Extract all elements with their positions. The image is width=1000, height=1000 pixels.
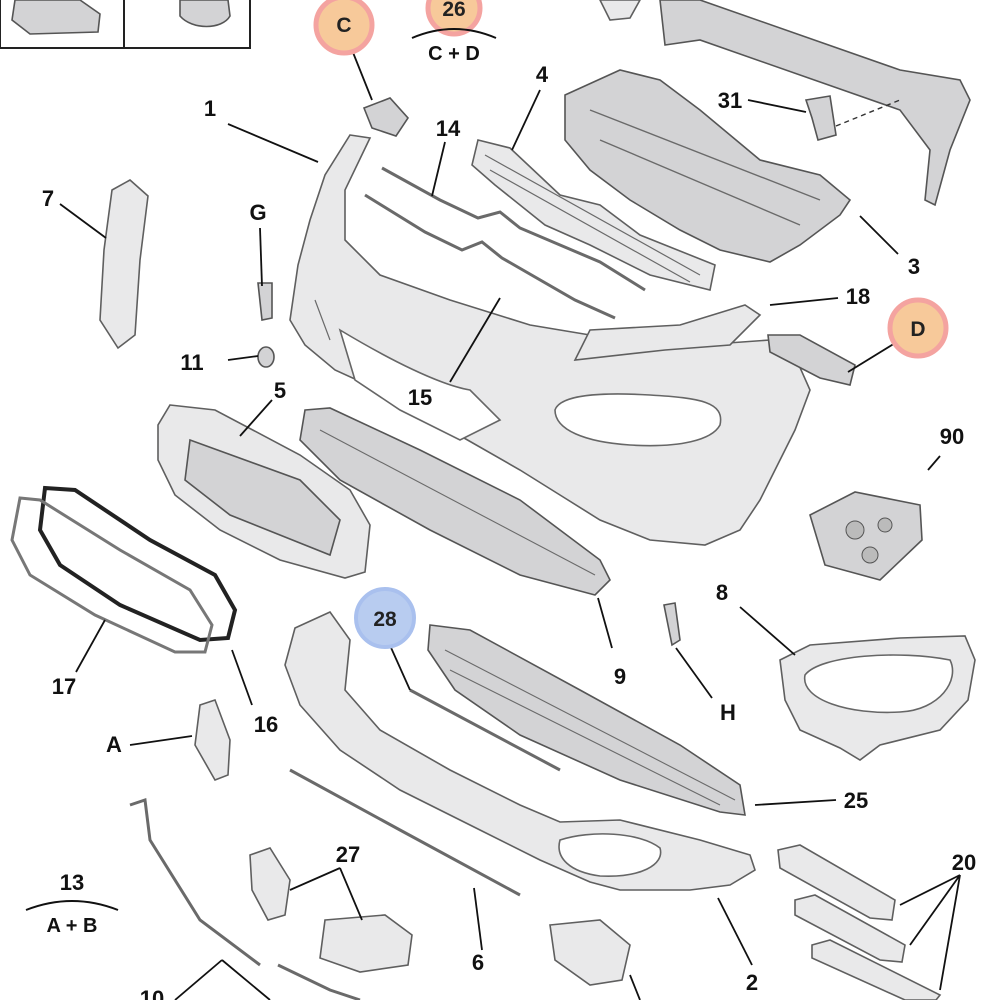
- part-h-clip: [663, 602, 681, 647]
- badge-c: C: [313, 0, 375, 56]
- callout-5: 5: [274, 378, 286, 403]
- part-8-lamp-housing: [779, 635, 976, 761]
- inset-boxes: [0, 0, 251, 49]
- part-25-lower-grille: [427, 624, 746, 816]
- part-1-front-bumper: [289, 134, 811, 546]
- group-26: C + D: [411, 28, 497, 65]
- part-28-strip: [409, 688, 561, 772]
- badge-d: D: [887, 297, 949, 359]
- callout-2: 2: [746, 970, 758, 995]
- part-16-frame-black: [37, 485, 238, 643]
- part-20-strip-a: [777, 844, 896, 921]
- part-2-lower-bumper: [284, 610, 756, 891]
- callout-18: 18: [846, 284, 870, 309]
- part-5-lower-grille: [157, 404, 371, 579]
- badge-26-text: 26: [442, 0, 465, 21]
- badge-28: 28: [354, 587, 416, 649]
- callout-31: 31: [718, 88, 742, 113]
- badge-26: 26: [425, 0, 483, 37]
- leader-lines: [59, 39, 961, 1000]
- callout-25: 25: [844, 788, 868, 813]
- callout-14: 14: [436, 116, 461, 141]
- part-a-trim: [194, 698, 231, 781]
- part-27-lamp-trim-right: [319, 914, 413, 973]
- group-13: 13 A + B: [25, 870, 119, 937]
- part-10-trim-b: [277, 963, 361, 1000]
- part-90-fixing-kit: [809, 491, 923, 581]
- callout-11: 11: [180, 350, 203, 375]
- group-13-sub: A + B: [47, 915, 98, 937]
- callout-7: 7: [42, 186, 54, 211]
- callout-27: 27: [336, 842, 360, 867]
- part-14-chrome-strip: [381, 166, 646, 292]
- callout-4: 4: [536, 62, 549, 87]
- callout-h: H: [720, 700, 736, 725]
- callout-16: 16: [254, 712, 278, 737]
- callout-6: 6: [472, 950, 484, 975]
- group-26-sub: C + D: [428, 43, 480, 65]
- part-g-clip: [257, 282, 273, 321]
- callout-1: 1: [204, 96, 216, 121]
- part-27-lamp-trim-left: [249, 847, 291, 921]
- part-6-strip: [289, 768, 521, 897]
- badge-c-text: C: [336, 14, 351, 37]
- part-lamp-cover: [549, 919, 631, 986]
- callout-20: 20: [952, 850, 976, 875]
- part-18-chrome-strip: [573, 304, 762, 361]
- part-15-chrome-strip: [364, 193, 616, 320]
- crossbeam: [599, 0, 971, 207]
- badge-28-text: 28: [373, 608, 397, 631]
- callout-17: 17: [52, 674, 76, 699]
- part-3-upper-structure: [564, 69, 852, 263]
- callout-9: 9: [614, 664, 626, 689]
- badge-d-text: D: [910, 318, 925, 341]
- part-4-upper-grille: [471, 139, 716, 291]
- part-17-frame-chrome: [10, 496, 214, 654]
- callout-90: 90: [940, 424, 964, 449]
- part-d-bracket: [767, 334, 856, 386]
- part-7-side-trim: [99, 179, 149, 350]
- callout-3: 3: [908, 254, 920, 279]
- part-c-clip: [362, 97, 410, 137]
- part-31-bracket: [804, 95, 901, 141]
- callout-8: 8: [716, 580, 728, 605]
- part-9-impact-absorber: [299, 407, 611, 596]
- part-10-trim: [129, 797, 261, 967]
- callout-10: 10: [140, 986, 164, 1000]
- callout-a: A: [106, 732, 122, 757]
- callout-g: G: [249, 200, 266, 225]
- part-11-plug: [257, 346, 275, 368]
- part-20-strip-c: [811, 939, 942, 1000]
- callout-15: 15: [408, 385, 432, 410]
- part-20-strip-b: [794, 894, 906, 963]
- group-13-num: 13: [60, 870, 84, 895]
